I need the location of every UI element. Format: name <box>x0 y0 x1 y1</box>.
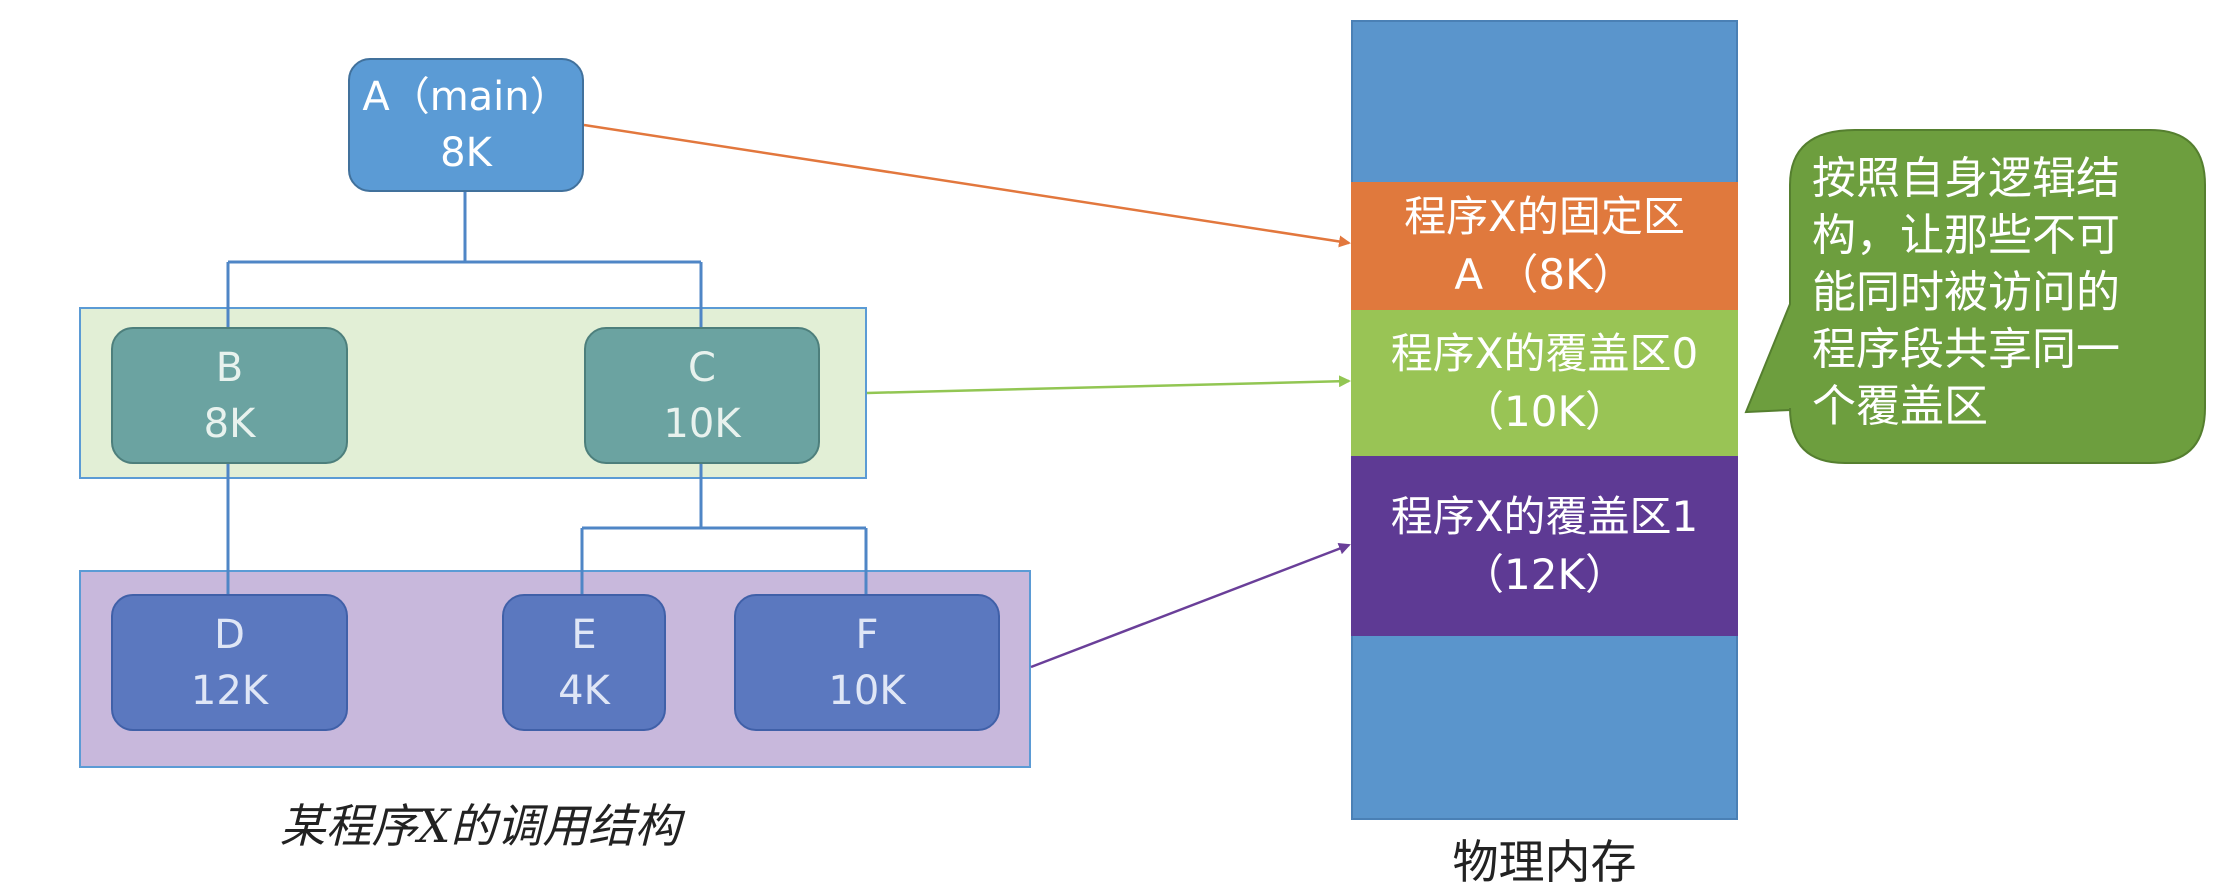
memory-fixed-size: A （8K） <box>1454 250 1635 299</box>
node-e-name: E <box>571 611 597 658</box>
node-e-size: 4K <box>558 667 610 714</box>
arrow-def-to-overlay1 <box>1030 542 1351 669</box>
node-d-name: D <box>214 611 245 658</box>
memory-fixed-region: 程序X的固定区 A （8K） <box>1351 182 1738 310</box>
arrow-bc-to-overlay0 <box>866 375 1351 395</box>
node-a-name: A（main） <box>362 74 570 120</box>
node-c-name: C <box>688 344 716 391</box>
memory-overlay1-title: 程序X的覆盖区1 <box>1390 492 1699 541</box>
memory-fixed-title: 程序X的固定区 <box>1404 192 1685 241</box>
callout-line: 个覆盖区 <box>1812 381 1988 432</box>
tree-caption: 某程序X的调用结构 <box>279 799 681 853</box>
node-a: A（main） 8K <box>348 58 584 192</box>
callout-line: 程序段共享同一 <box>1812 324 2120 375</box>
callout-bubble <box>1744 129 2206 464</box>
node-c: C 10K <box>584 327 820 464</box>
memory-overlay0-region: 程序X的覆盖区0 （10K） <box>1351 310 1738 456</box>
node-f: F 10K <box>734 594 1000 731</box>
memory-overlay0-size: （10K） <box>1462 387 1627 436</box>
node-b: B 8K <box>111 327 348 464</box>
memory-overlay1-size: （12K） <box>1462 550 1627 599</box>
node-f-name: F <box>855 611 879 658</box>
node-b-name: B <box>215 344 244 391</box>
callout-line: 构，让那些不可 <box>1812 210 2120 261</box>
memory-overlay1-region: 程序X的覆盖区1 （12K） <box>1351 456 1738 636</box>
memory-free-top <box>1351 20 1738 182</box>
node-d-size: 12K <box>190 667 269 714</box>
node-c-size: 10K <box>663 400 741 447</box>
node-b-size: 8K <box>203 400 256 447</box>
node-a-size: 8K <box>440 130 492 176</box>
memory-caption: 物理内存 <box>1452 835 1637 889</box>
arrow-a-to-fixed <box>583 123 1351 248</box>
callout-line: 按照自身逻辑结 <box>1812 153 2120 204</box>
callout-line: 能同时被访问的 <box>1812 267 2120 318</box>
callout-text: 按照自身逻辑结 构，让那些不可 能同时被访问的 程序段共享同一 个覆盖区 <box>1812 150 2232 435</box>
node-d: D 12K <box>111 594 348 731</box>
node-e: E 4K <box>502 594 666 731</box>
memory-free-bottom <box>1351 636 1738 820</box>
node-f-size: 10K <box>828 667 906 714</box>
memory-overlay0-title: 程序X的覆盖区0 <box>1390 329 1699 378</box>
